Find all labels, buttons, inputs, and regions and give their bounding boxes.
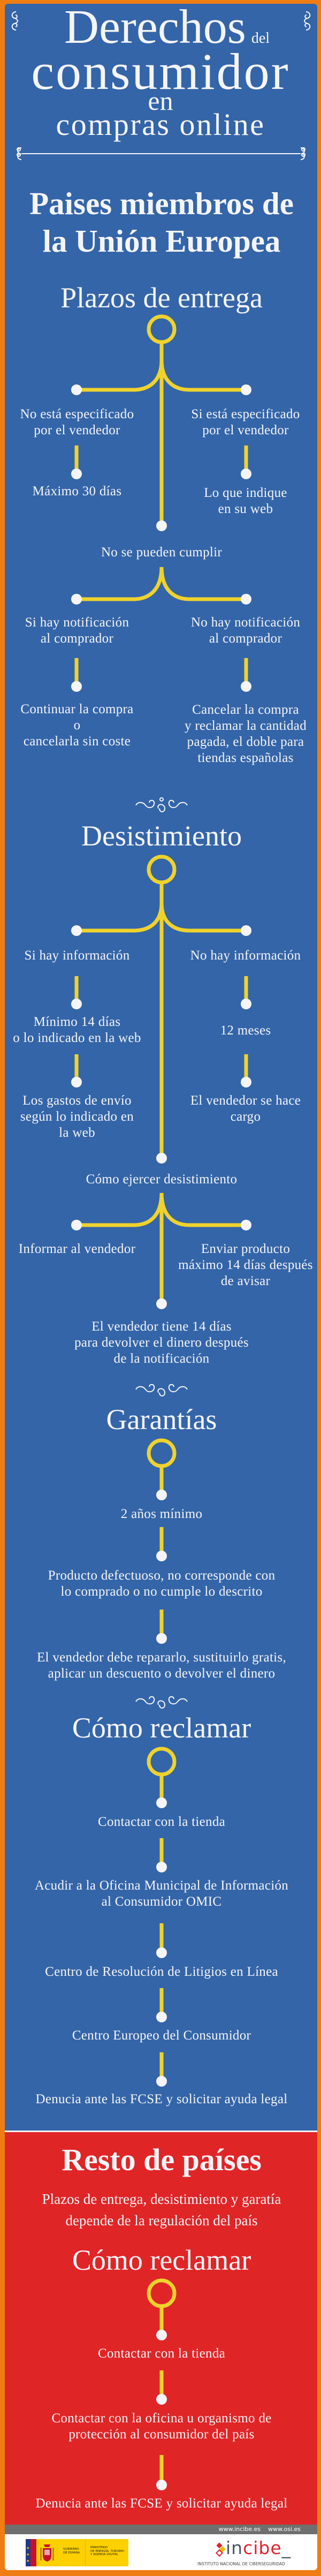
desist-right-4: Enviar producto máximo 14 días después d…	[178, 1242, 313, 1288]
reclamar-step: Contactar con la tienda	[97, 1815, 226, 1829]
title-compras-online: compras online	[56, 107, 265, 142]
desist-right-3: El vendedor se hace cargo	[190, 1093, 301, 1124]
star-icon: ★	[26, 2559, 30, 2563]
title-en: en	[148, 86, 173, 116]
rest-reclamar-step: Denucia ante las FCSE y solicitar ayuda …	[35, 2496, 288, 2511]
coat-of-arms-icon	[40, 2544, 54, 2562]
desist-right-2: 12 meses	[220, 1023, 271, 1038]
plazos-right-4: Cancelar la compra y reclamar la cantida…	[185, 702, 307, 765]
reclamar-step: Centro de Resolución de Litigios en Líne…	[45, 1965, 278, 1979]
rest-subtitle: Plazos de entrega, desistimiento y garat…	[42, 2191, 281, 2228]
plazos-left-3: Si hay notificación al comprador	[25, 615, 129, 646]
rest-heading: Resto de países	[62, 2142, 262, 2177]
title-derechos: Derechos	[64, 1, 246, 54]
plazos-right-3: No hay notificación al comprador	[190, 615, 301, 646]
incibe-logo: incibe_ INSTITUTO NACIONAL DE CIBERSEGUR…	[197, 2537, 305, 2567]
reclamar-step: Acudir a la Oficina Municipal de Informa…	[34, 1878, 289, 1909]
reclamar-step: Denucia ante las FCSE y solicitar ayuda …	[35, 2092, 288, 2106]
ring-node-icon	[147, 314, 177, 344]
title-del: del	[251, 30, 270, 47]
desist-center-2: El vendedor tiene 14 días para devolver …	[74, 1319, 249, 1366]
osi-url-link[interactable]: www.osi.es	[268, 2526, 301, 2533]
reclamar-title: Cómo reclamar	[72, 1712, 251, 1744]
url-bar	[5, 2525, 317, 2534]
star-icon: ★	[26, 2552, 30, 2557]
title-consumidor: consumidor	[31, 43, 290, 100]
plazos-left-1: No está especificado por el vendedor	[20, 407, 134, 437]
desist-left-3: Los gastos de envío según lo indicado en…	[20, 1093, 134, 1140]
desist-left-2: Mínimo 14 días o lo indicado en la web	[13, 1015, 141, 1045]
desist-left-4: Informar al vendedor	[18, 1242, 136, 1256]
rest-reclamar-step: Contactar con la tienda	[97, 2346, 226, 2361]
plazos-right-2: Lo que indique en su web	[204, 486, 287, 516]
title-line-1: Derechos del	[0, 3, 321, 63]
incibe-url-link[interactable]: www.incibe.es	[218, 2526, 261, 2533]
reclamar-step: Centro Europeo del Consumidor	[72, 2028, 251, 2043]
incibe-subtitle: INSTITUTO NACIONAL DE CIBERSEGURIDAD	[197, 2562, 285, 2566]
desist-right-1: No hay información	[190, 948, 301, 963]
plazos-left-4: Continuar la compra o cancelarla sin cos…	[20, 702, 134, 749]
gobierno-logo: ★ ★ ★ GOBIERNO DE ESPAÑA MINISTERIO DE E…	[26, 2539, 128, 2566]
plazos-title: Plazos de entrega	[60, 282, 263, 314]
incibe-wordmark: incibe_	[226, 2537, 292, 2558]
rest-reclamar-title: Cómo reclamar	[72, 2244, 251, 2276]
star-icon: ★	[26, 2546, 30, 2550]
eu-heading: Paises miembros de la Unión Europea	[29, 186, 294, 259]
ministerio-text: MINISTERIO DE ENERGÍA, TURISMO Y AGENDA …	[90, 2546, 124, 2556]
desist-left-1: Si hay información	[24, 948, 130, 963]
rest-reclamar-step: Contactar con la oficina u organismo de …	[51, 2411, 272, 2442]
garantias-step: El vendedor debe repararlo, sustituirlo …	[36, 1650, 287, 1681]
garantias-title: Garantías	[106, 1403, 217, 1436]
gobierno-text: GOBIERNO DE ESPAÑA	[63, 2548, 80, 2555]
plazos-left-2: Máximo 30 días	[32, 484, 122, 498]
plazos-center-1: No se pueden cumplir	[101, 545, 223, 560]
ornament-icons	[11, 11, 311, 1709]
section-divider	[5, 2131, 317, 2132]
desistimiento-title: Desistimiento	[81, 820, 242, 852]
footer-urls: www.incibe.es www.osi.es	[211, 2525, 301, 2534]
desist-center-1: Cómo ejercer desistimiento	[86, 1172, 238, 1187]
plazos-right-1: Si está especificado por el vendedor	[191, 407, 300, 437]
garantias-step: Producto defectuoso, no corresponde con …	[48, 1568, 276, 1599]
incibe-diamond-icon	[215, 2542, 226, 2557]
garantias-step: 2 años mínimo	[120, 1507, 203, 1521]
